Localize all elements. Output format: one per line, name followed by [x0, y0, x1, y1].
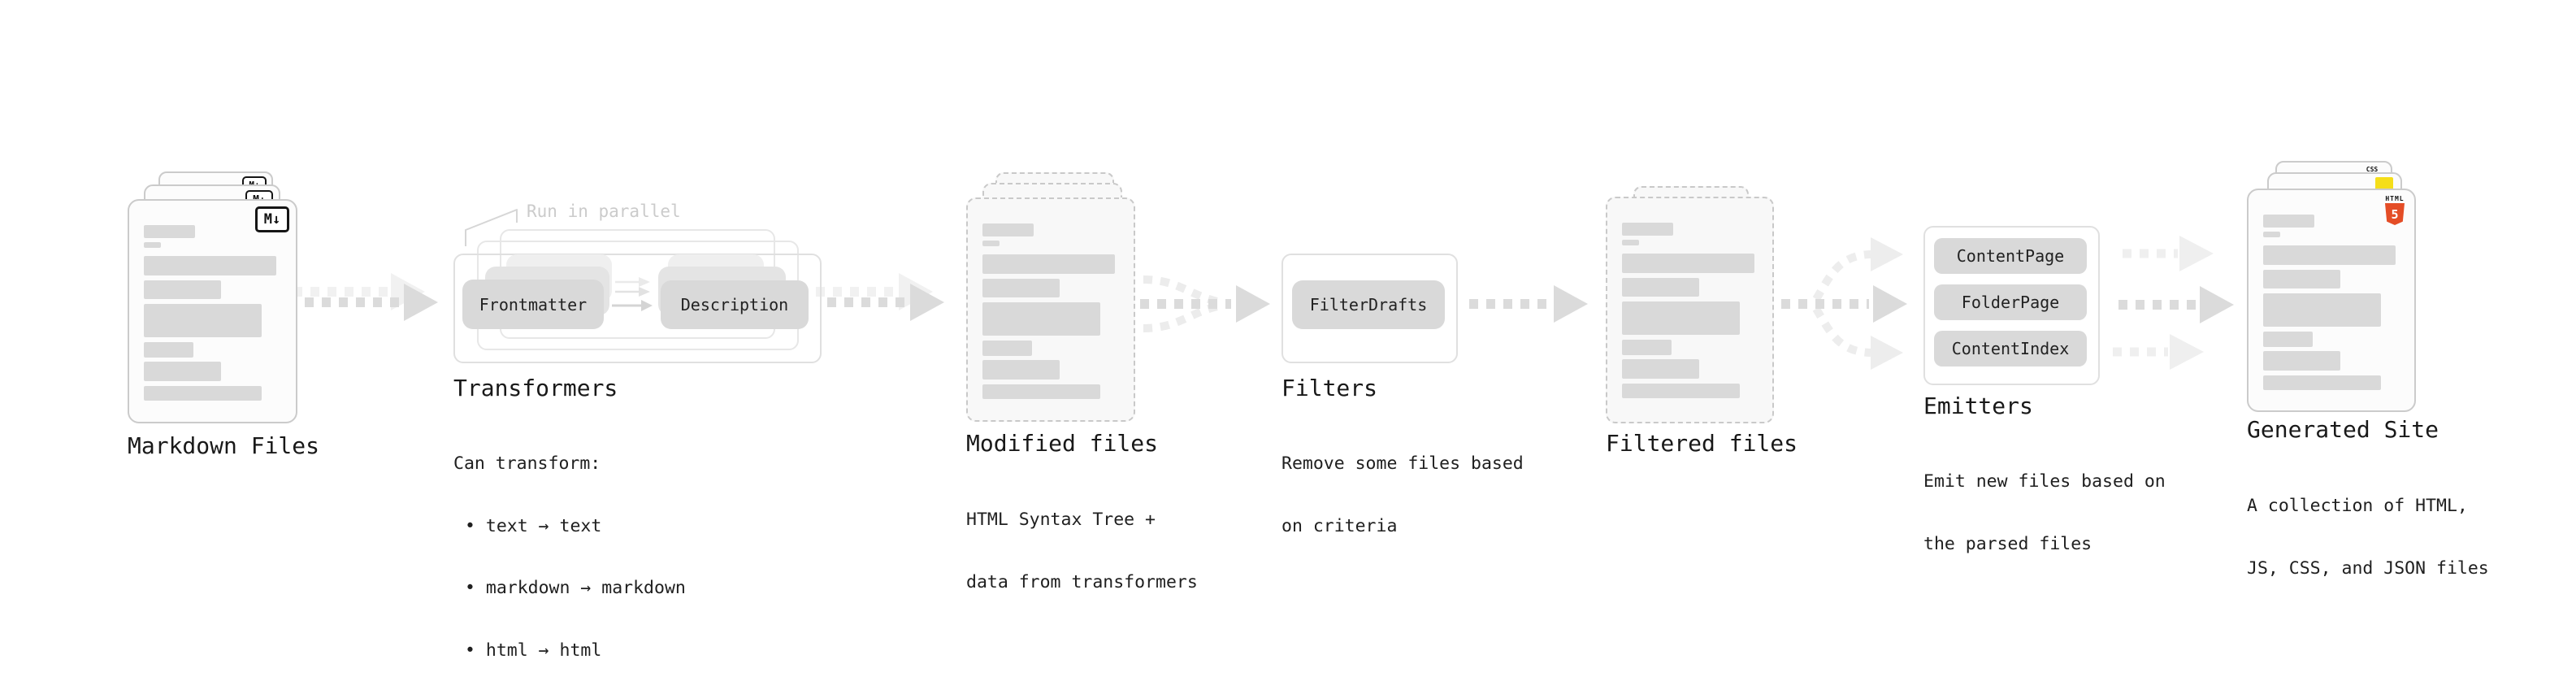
- css-icon-label: CSS: [2366, 166, 2379, 173]
- transformer-parallel-arrows: [612, 277, 653, 311]
- markdown-files-title: Markdown Files: [128, 432, 320, 459]
- arrow-filtered-to-emitters-fanout: [1781, 237, 1907, 370]
- file-text-bar: [1622, 301, 1740, 335]
- file-text-bar: [144, 225, 195, 238]
- filters-desc-line: Remove some files based: [1281, 453, 1524, 474]
- file-text-bar: [982, 241, 1000, 246]
- file-text-bar: [1622, 240, 1639, 245]
- file-text-bar: [2263, 375, 2381, 390]
- modified-desc-line: HTML Syntax Tree +: [966, 510, 1156, 530]
- file-text-bar: [982, 340, 1032, 356]
- transformers-bullet: • html → html: [465, 640, 602, 661]
- note-leader-line: [465, 209, 518, 246]
- file-text-bar: [982, 384, 1100, 399]
- markdown-icon: M↓: [255, 206, 289, 232]
- transformers-desc-heading: Can transform:: [453, 453, 601, 474]
- generated-desc-line: JS, CSS, and JSON files: [2247, 557, 2489, 579]
- file-text-bar: [144, 280, 221, 299]
- file-text-bar: [144, 304, 262, 337]
- contentindex-pill: ContentIndex: [1934, 331, 2087, 367]
- run-in-parallel-note: Run in parallel: [527, 202, 681, 221]
- modified-files-title: Modified files: [966, 430, 1159, 457]
- folderpage-pill: FolderPage: [1934, 284, 2087, 320]
- file-text-placeholder: [144, 201, 284, 422]
- file-text-bar: [2263, 293, 2381, 327]
- html5-icon-word: HTML: [2385, 195, 2405, 202]
- transformer-card-front: [453, 254, 822, 363]
- generated-desc-line: A collection of HTML,: [2247, 496, 2468, 516]
- generated-site-title: Generated Site: [2247, 416, 2439, 443]
- arrow-transformers-to-modified: [816, 273, 944, 321]
- file-text-bar: [1622, 384, 1740, 398]
- modified-desc-line: data from transformers: [966, 571, 1198, 592]
- file-text-bar: [144, 242, 161, 248]
- contentpage-pill: ContentPage: [1934, 238, 2087, 274]
- emitters-description: Emit new files based on the parsed files: [1923, 430, 2166, 596]
- generated-site-description: A collection of HTML, JS, CSS, and JSON …: [2247, 454, 2489, 620]
- filtered-file-card-front: [1606, 197, 1774, 423]
- js-icon: [2375, 177, 2393, 191]
- html5-icon-number: 5: [2391, 206, 2399, 222]
- file-text-bar: [144, 256, 276, 275]
- file-text-bar: [982, 360, 1060, 380]
- filters-description: Remove some files based on criteria: [1281, 412, 1524, 578]
- file-text-bar: [2263, 332, 2313, 347]
- transformers-title: Transformers: [453, 375, 618, 401]
- filtered-files-title: Filtered files: [1606, 430, 1798, 457]
- transformers-bullet: • text → text: [465, 515, 602, 536]
- filterdrafts-pill: FilterDrafts: [1292, 280, 1445, 329]
- html5-icon: HTML 5: [2384, 195, 2405, 225]
- emitters-desc-line: the parsed files: [1923, 533, 2092, 554]
- file-text-bar: [1622, 254, 1754, 273]
- file-text-bar: [982, 302, 1100, 336]
- modified-file-card-front: [966, 197, 1135, 422]
- file-text-bar: [144, 362, 221, 381]
- file-text-bar: [1622, 278, 1699, 297]
- emitters-desc-line: Emit new files based on: [1923, 471, 2166, 492]
- emitters-card: [1923, 226, 2100, 385]
- file-text-bar: [2263, 232, 2280, 237]
- file-text-bar: [1622, 359, 1699, 379]
- generated-file-card-front: HTML 5: [2247, 189, 2416, 412]
- arrow-modified-to-filters-merge: [1140, 275, 1270, 332]
- emitters-title: Emitters: [1923, 393, 2033, 419]
- arrow-markdown-to-transformers: [293, 273, 438, 321]
- markdown-file-card-front: M↓: [128, 199, 297, 423]
- transformers-description: Can transform: • text → text • markdown …: [453, 412, 686, 681]
- file-text-bar: [2263, 215, 2314, 228]
- transformers-bullet: • markdown → markdown: [465, 578, 686, 598]
- filters-title: Filters: [1281, 375, 1378, 401]
- file-text-bar: [982, 279, 1060, 297]
- description-pill: Description: [661, 280, 809, 329]
- file-text-bar: [2263, 245, 2396, 265]
- file-text-bar: [2263, 270, 2340, 288]
- modified-files-description: HTML Syntax Tree + data from transformer…: [966, 468, 1198, 634]
- file-text-bar: [2263, 351, 2340, 371]
- file-text-placeholder: [2263, 190, 2403, 410]
- filters-desc-line: on criteria: [1281, 515, 1398, 536]
- html5-icon-shield: 5: [2385, 203, 2405, 225]
- file-text-bar: [144, 342, 193, 358]
- file-text-bar: [1622, 340, 1672, 355]
- file-text-placeholder: [982, 199, 1122, 420]
- filters-card: [1281, 254, 1458, 363]
- frontmatter-pill: Frontmatter: [462, 280, 604, 329]
- file-text-bar: [144, 386, 262, 401]
- file-text-bar: [1622, 223, 1673, 236]
- file-text-placeholder: [1622, 198, 1761, 422]
- arrow-filters-to-filtered: [1469, 285, 1588, 323]
- file-text-bar: [982, 223, 1034, 236]
- arrow-emitters-to-generated: [2113, 236, 2234, 370]
- file-text-bar: [982, 254, 1115, 274]
